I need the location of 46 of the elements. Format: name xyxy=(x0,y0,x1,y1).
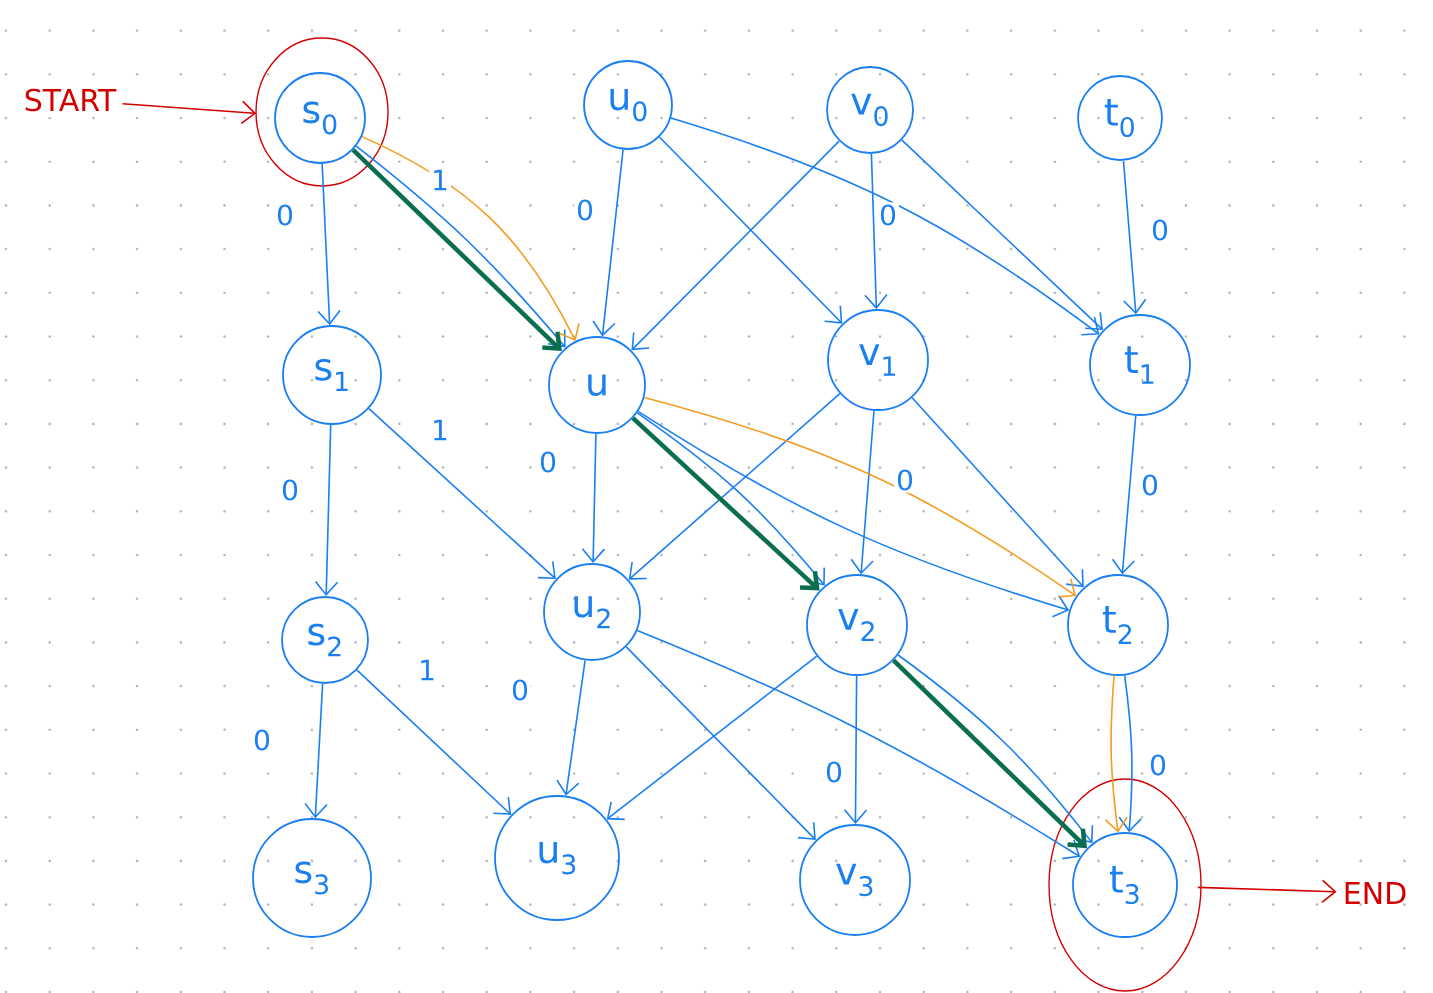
edge-label: 1 xyxy=(416,657,438,683)
arrow xyxy=(1118,674,1142,833)
arrow xyxy=(864,153,888,310)
arrow xyxy=(670,117,1100,336)
arrow xyxy=(314,424,339,597)
edge-label: 0 xyxy=(274,202,296,228)
arrow xyxy=(121,100,257,125)
arrow xyxy=(592,148,624,337)
arrow xyxy=(628,392,841,580)
edge-label: 0 xyxy=(279,477,301,503)
edge-label: 0 xyxy=(509,677,531,703)
arrow xyxy=(850,409,875,575)
arrow xyxy=(1104,674,1128,833)
edge-label: 0 xyxy=(894,467,916,493)
terminal-label: START xyxy=(25,88,117,112)
arrow xyxy=(625,646,816,841)
arrow xyxy=(636,629,1081,860)
arrow xyxy=(637,410,1070,618)
edge-label: 1 xyxy=(429,417,451,443)
edge-label: 0 xyxy=(1149,217,1171,243)
arrow xyxy=(304,683,328,819)
arrow xyxy=(911,396,1084,588)
arrow xyxy=(643,396,1077,598)
arrow xyxy=(631,140,840,351)
arrow xyxy=(368,407,556,580)
arrow xyxy=(606,655,818,821)
arrow xyxy=(356,669,512,815)
edge-label: 0 xyxy=(877,202,899,228)
arrow xyxy=(581,433,606,564)
arrow xyxy=(317,163,341,326)
edge-label: 0 xyxy=(574,197,596,223)
edge-label: 0 xyxy=(1139,472,1161,498)
edge-label: 1 xyxy=(429,167,451,193)
edge-label: 0 xyxy=(823,759,845,785)
terminal-label: END xyxy=(1345,882,1406,904)
arrow xyxy=(1122,159,1147,315)
arrow xyxy=(1197,879,1337,904)
edge-label: 0 xyxy=(537,449,559,475)
arrow xyxy=(361,135,580,342)
edge-label: 0 xyxy=(251,727,273,753)
arrow xyxy=(556,659,586,796)
edge-label: 0 xyxy=(1147,752,1169,778)
arrow xyxy=(843,675,868,825)
arrow xyxy=(658,136,843,324)
arrow xyxy=(1111,414,1137,575)
arrow xyxy=(901,139,1103,331)
